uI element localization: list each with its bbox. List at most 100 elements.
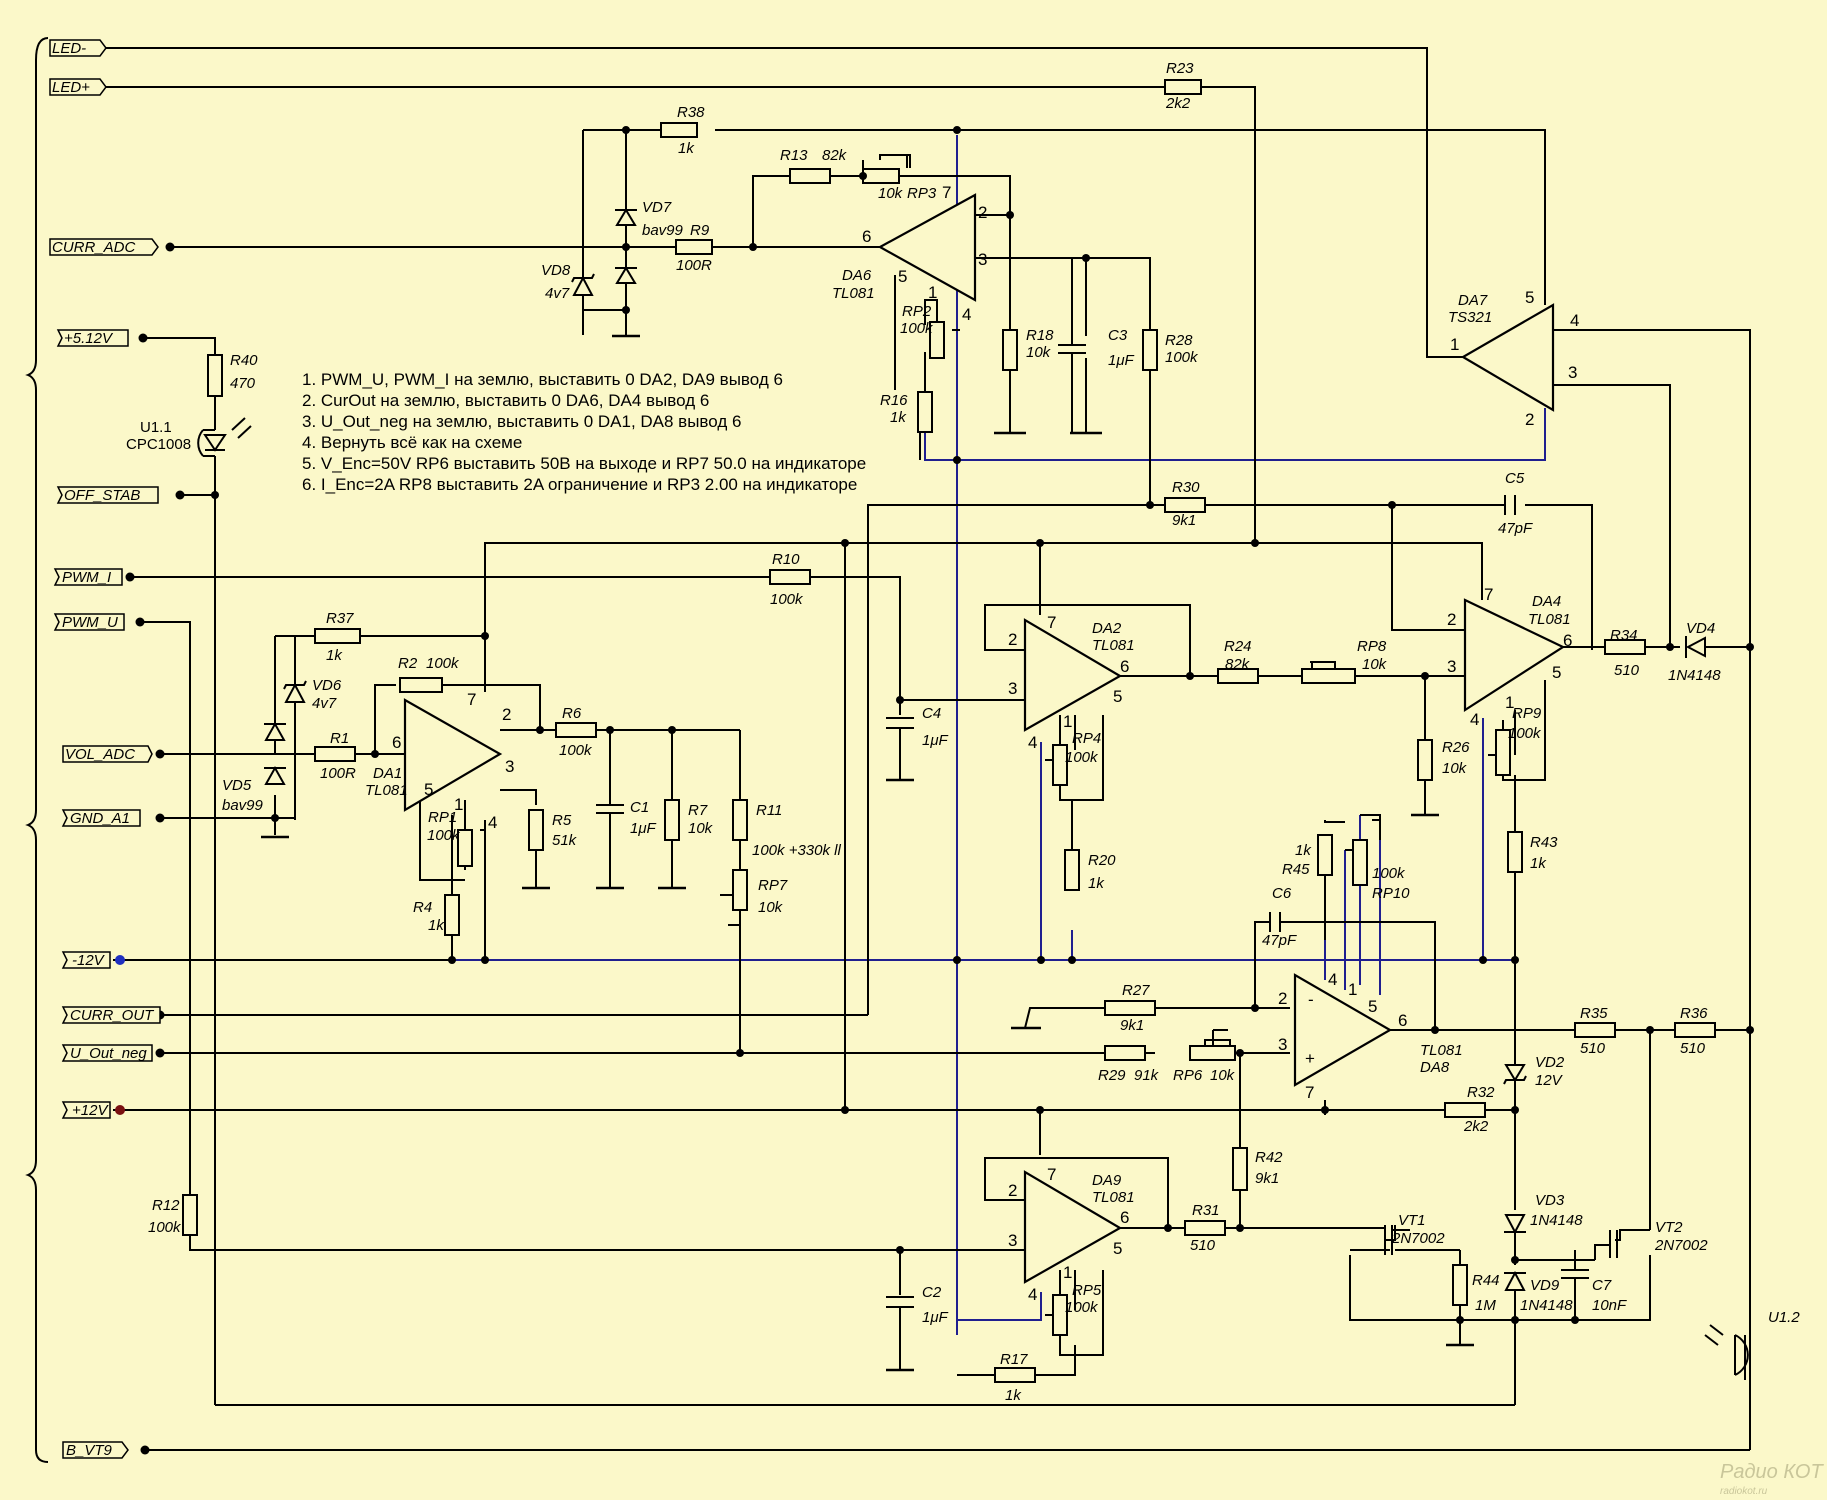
label-r16: R16	[880, 392, 908, 409]
da9-name: DA9	[1092, 1172, 1122, 1189]
port-curr-adc: CURR_ADC	[52, 239, 136, 256]
label-r34: R34	[1610, 627, 1638, 644]
label-r42v: 9k1	[1255, 1170, 1279, 1187]
label-u11v: CPC1008	[126, 436, 191, 453]
pin-da6p1: 1	[928, 283, 937, 302]
pin-da6p3: 3	[978, 250, 987, 269]
pin-da7p3: 3	[1568, 363, 1577, 382]
resistor-r5	[528, 809, 544, 851]
resistor-r45	[1317, 834, 1333, 876]
da8-name: DA8	[1420, 1059, 1450, 1076]
pin-da4p1: 1	[1505, 693, 1514, 712]
pin-da1p5: 5	[424, 780, 433, 799]
label-vd7: VD7	[642, 199, 672, 216]
capacitors	[596, 258, 1589, 1370]
pin-da7p1: 1	[1450, 335, 1459, 354]
pin-da6p4: 4	[962, 305, 971, 324]
pin-da9p6: 6	[1120, 1208, 1129, 1227]
pin-da2p5: 5	[1113, 687, 1122, 706]
label-c4: C4	[922, 705, 941, 722]
label-r2v: 100k	[426, 655, 460, 672]
diode-vd7	[615, 208, 637, 284]
label-r10v: 100k	[770, 591, 804, 608]
label-r23: R23	[1166, 60, 1194, 77]
pin-da1p7: 7	[467, 690, 476, 709]
label-rp8: RP8	[1357, 638, 1387, 655]
note-2: 2. CurOut на землю, выставить 0 DA6, DA4…	[302, 391, 709, 410]
pin-da2p7: 7	[1047, 613, 1056, 632]
label-r26v: 10k	[1442, 760, 1468, 777]
resistor-r37	[314, 628, 361, 644]
label-r12: R12	[152, 1197, 180, 1214]
label-r23v: 2k2	[1165, 95, 1191, 112]
pin-da1p2: 2	[502, 705, 511, 724]
label-c6: C6	[1272, 885, 1292, 902]
label-r1: R1	[330, 730, 349, 747]
opamp-da6	[877, 193, 977, 302]
label-rp10: RP10	[1372, 885, 1410, 902]
label-r28v: 100k	[1165, 349, 1199, 366]
diode-vd8	[571, 273, 595, 296]
capacitor-c2	[886, 1296, 914, 1370]
pin-da2p2: 2	[1008, 630, 1017, 649]
da2-name: DA2	[1092, 620, 1122, 637]
resistor-r10	[769, 569, 811, 585]
pin-da9p4: 4	[1028, 1285, 1037, 1304]
label-r37v: 1k	[326, 647, 343, 664]
label-r1v: 100R	[320, 765, 356, 782]
diode-vd3	[1504, 1214, 1526, 1235]
label-c7: C7	[1592, 1277, 1612, 1294]
calibration-notes: 1. PWM_U, PWM_I на землю, выставить 0 DA…	[302, 370, 866, 494]
note-6: 6. I_Enc=2A RP8 выставить 2A ограничение…	[302, 475, 857, 494]
resistor-r36	[1674, 1022, 1716, 1038]
label-r31: R31	[1192, 1202, 1220, 1219]
resistor-r44	[1452, 1264, 1468, 1306]
da7-name: DA7	[1458, 292, 1488, 309]
label-rp1v: 100k	[427, 827, 461, 844]
port-vol-adc: VOL_ADC	[65, 746, 135, 763]
port-off-stab: OFF_STAB	[64, 487, 140, 504]
opamp-da8	[1293, 973, 1393, 1087]
resistor-r29	[1104, 1045, 1146, 1061]
junctions	[211, 126, 1754, 1324]
label-r42: R42	[1255, 1149, 1283, 1166]
pin-da2p1: 1	[1063, 712, 1072, 731]
port-u-out-neg: U_Out_neg	[70, 1045, 147, 1062]
resistor-r13	[789, 168, 831, 184]
da8-type: TL081	[1420, 1042, 1463, 1059]
opamp-da2	[1023, 618, 1123, 732]
capacitor-c7	[1561, 1269, 1589, 1320]
note-3: 3. U_Out_neg на землю, выставить 0 DA1, …	[302, 412, 741, 431]
opamp-da1	[403, 698, 503, 812]
ground-symbols	[261, 334, 1474, 1372]
optocoupler-u1-1	[197, 417, 252, 457]
pin-da7p5: 5	[1525, 288, 1534, 307]
label-r24: R24	[1224, 638, 1252, 655]
label-c2: C2	[922, 1284, 942, 1301]
pin-da8p6: 6	[1398, 1011, 1407, 1030]
label-r17: R17	[1000, 1351, 1028, 1368]
pin-da7p4: 4	[1570, 311, 1579, 330]
label-r5v: 51k	[552, 832, 578, 849]
resistor-r35	[1574, 1022, 1616, 1038]
pin-da1p1: 1	[454, 795, 463, 814]
label-rp3v: 10k	[878, 185, 904, 202]
pin-da8p2: 2	[1278, 989, 1287, 1008]
label-r29: R29	[1098, 1067, 1126, 1084]
resistor-r12	[182, 1194, 198, 1236]
resistors	[182, 79, 1716, 1383]
da1-type: TL081	[365, 782, 408, 799]
pin-da9p7: 7	[1047, 1165, 1056, 1184]
label-rp5: RP5	[1072, 1282, 1102, 1299]
label-u11: U1.1	[140, 419, 172, 436]
label-vd9: VD9	[1530, 1277, 1560, 1294]
pin-da9p1: 1	[1063, 1263, 1072, 1282]
opamp-labels: DA6 TL081 DA7 TS321 DA1 TL081 DA2 TL081 …	[365, 267, 1571, 1206]
port-plus12v: +12V	[72, 1102, 109, 1119]
pin-da8p3: 3	[1278, 1035, 1287, 1054]
label-vt1v: 2N7002	[1391, 1230, 1445, 1247]
label-vd2: VD2	[1535, 1054, 1565, 1071]
label-r11: R11	[756, 802, 782, 819]
capacitor-c5	[1504, 495, 1516, 515]
